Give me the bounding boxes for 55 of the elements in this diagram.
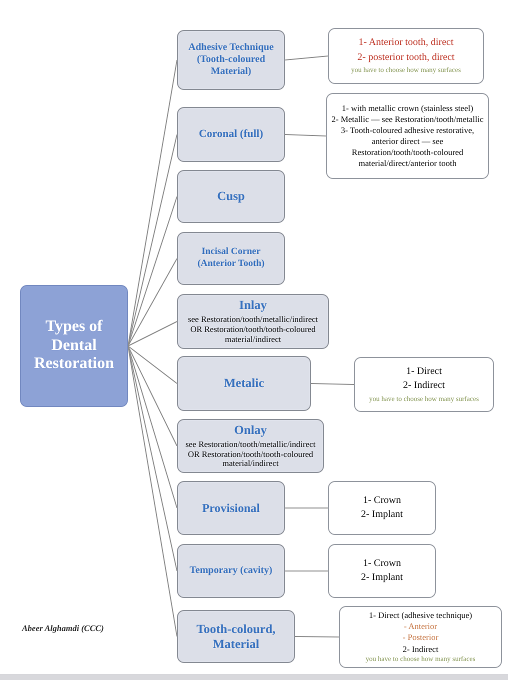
category-label: Incisal Corner (Anterior Tooth) [196, 247, 266, 270]
category-label: Tooth-colourd, Material [195, 622, 277, 652]
list-item: 1- Crown [362, 494, 402, 508]
category-box [177, 232, 285, 285]
detail-box [339, 606, 502, 668]
connector-line [128, 321, 178, 346]
detail-box [354, 357, 494, 412]
list-item: 2- Indirect [403, 379, 445, 394]
list-item: 1- Direct [406, 364, 442, 379]
category-box [177, 294, 329, 349]
connector-line [128, 346, 178, 446]
list-item: 1- Anterior tooth, direct [358, 36, 454, 50]
category-box [177, 30, 285, 90]
category-label: Cusp [217, 189, 245, 204]
list-item: 1- Direct (adhesive technique) [368, 610, 472, 622]
list-item: 2- Metallic — see Restoration/tooth/metallic [331, 114, 484, 125]
list-item: 3- Tooth-coloured adhesive restorative, anterior direct — see Restoration/tooth/tooth-coloured material/direct/anterior tooth [340, 124, 476, 170]
detail-box [326, 93, 489, 179]
connector-line [128, 258, 178, 346]
category-box [177, 419, 324, 473]
list-item: 2- Implant [361, 508, 403, 522]
category-label: Coronal (full) [198, 128, 264, 142]
connector-line [284, 134, 326, 136]
connector-line [128, 346, 178, 384]
category-label: Inlay [239, 298, 267, 314]
detail-box [328, 544, 436, 598]
detail-box [328, 481, 436, 535]
connector-line [284, 570, 328, 572]
list-item: - Anterior [404, 621, 438, 632]
reference-text: see Restoration/tooth/metallic/indirect OR Restoration/tooth/tooth-coloured material/indirect [186, 315, 320, 345]
category-label: Onlay [234, 422, 267, 438]
category-label: Metalic [224, 376, 264, 391]
list-item: 2- Indirect [402, 644, 438, 655]
detail-box [328, 28, 484, 84]
category-label: Adhesive Technique (Tooth-coloured Material) [187, 42, 275, 78]
list-item: 1- with metallic crown (stainless steel) [342, 102, 474, 114]
root-box [20, 285, 128, 407]
category-label: Provisional [202, 500, 260, 516]
category-box [177, 356, 311, 411]
category-box [177, 170, 285, 223]
list-item: 2- Implant [361, 571, 403, 585]
category-box [177, 610, 295, 663]
category-box [177, 544, 285, 598]
connector-line [284, 56, 328, 60]
category-box [177, 481, 285, 535]
title-text: Types of Dental Restoration [33, 318, 115, 374]
reference-text: see Restoration/tooth/metallic/indirect OR Restoration/tooth/tooth-coloured material/indirect [184, 440, 317, 470]
author-credit: Abeer Alghamdi (CCC) [22, 623, 104, 633]
connector-line [310, 383, 354, 385]
list-item: 2- posterior tooth, direct [357, 50, 455, 65]
list-item: 1- Crown [362, 556, 402, 570]
category-box [177, 107, 285, 162]
list-item: - Posterior [402, 632, 438, 644]
connector-line [294, 636, 340, 638]
category-label: Temporary (cavity) [190, 565, 272, 577]
